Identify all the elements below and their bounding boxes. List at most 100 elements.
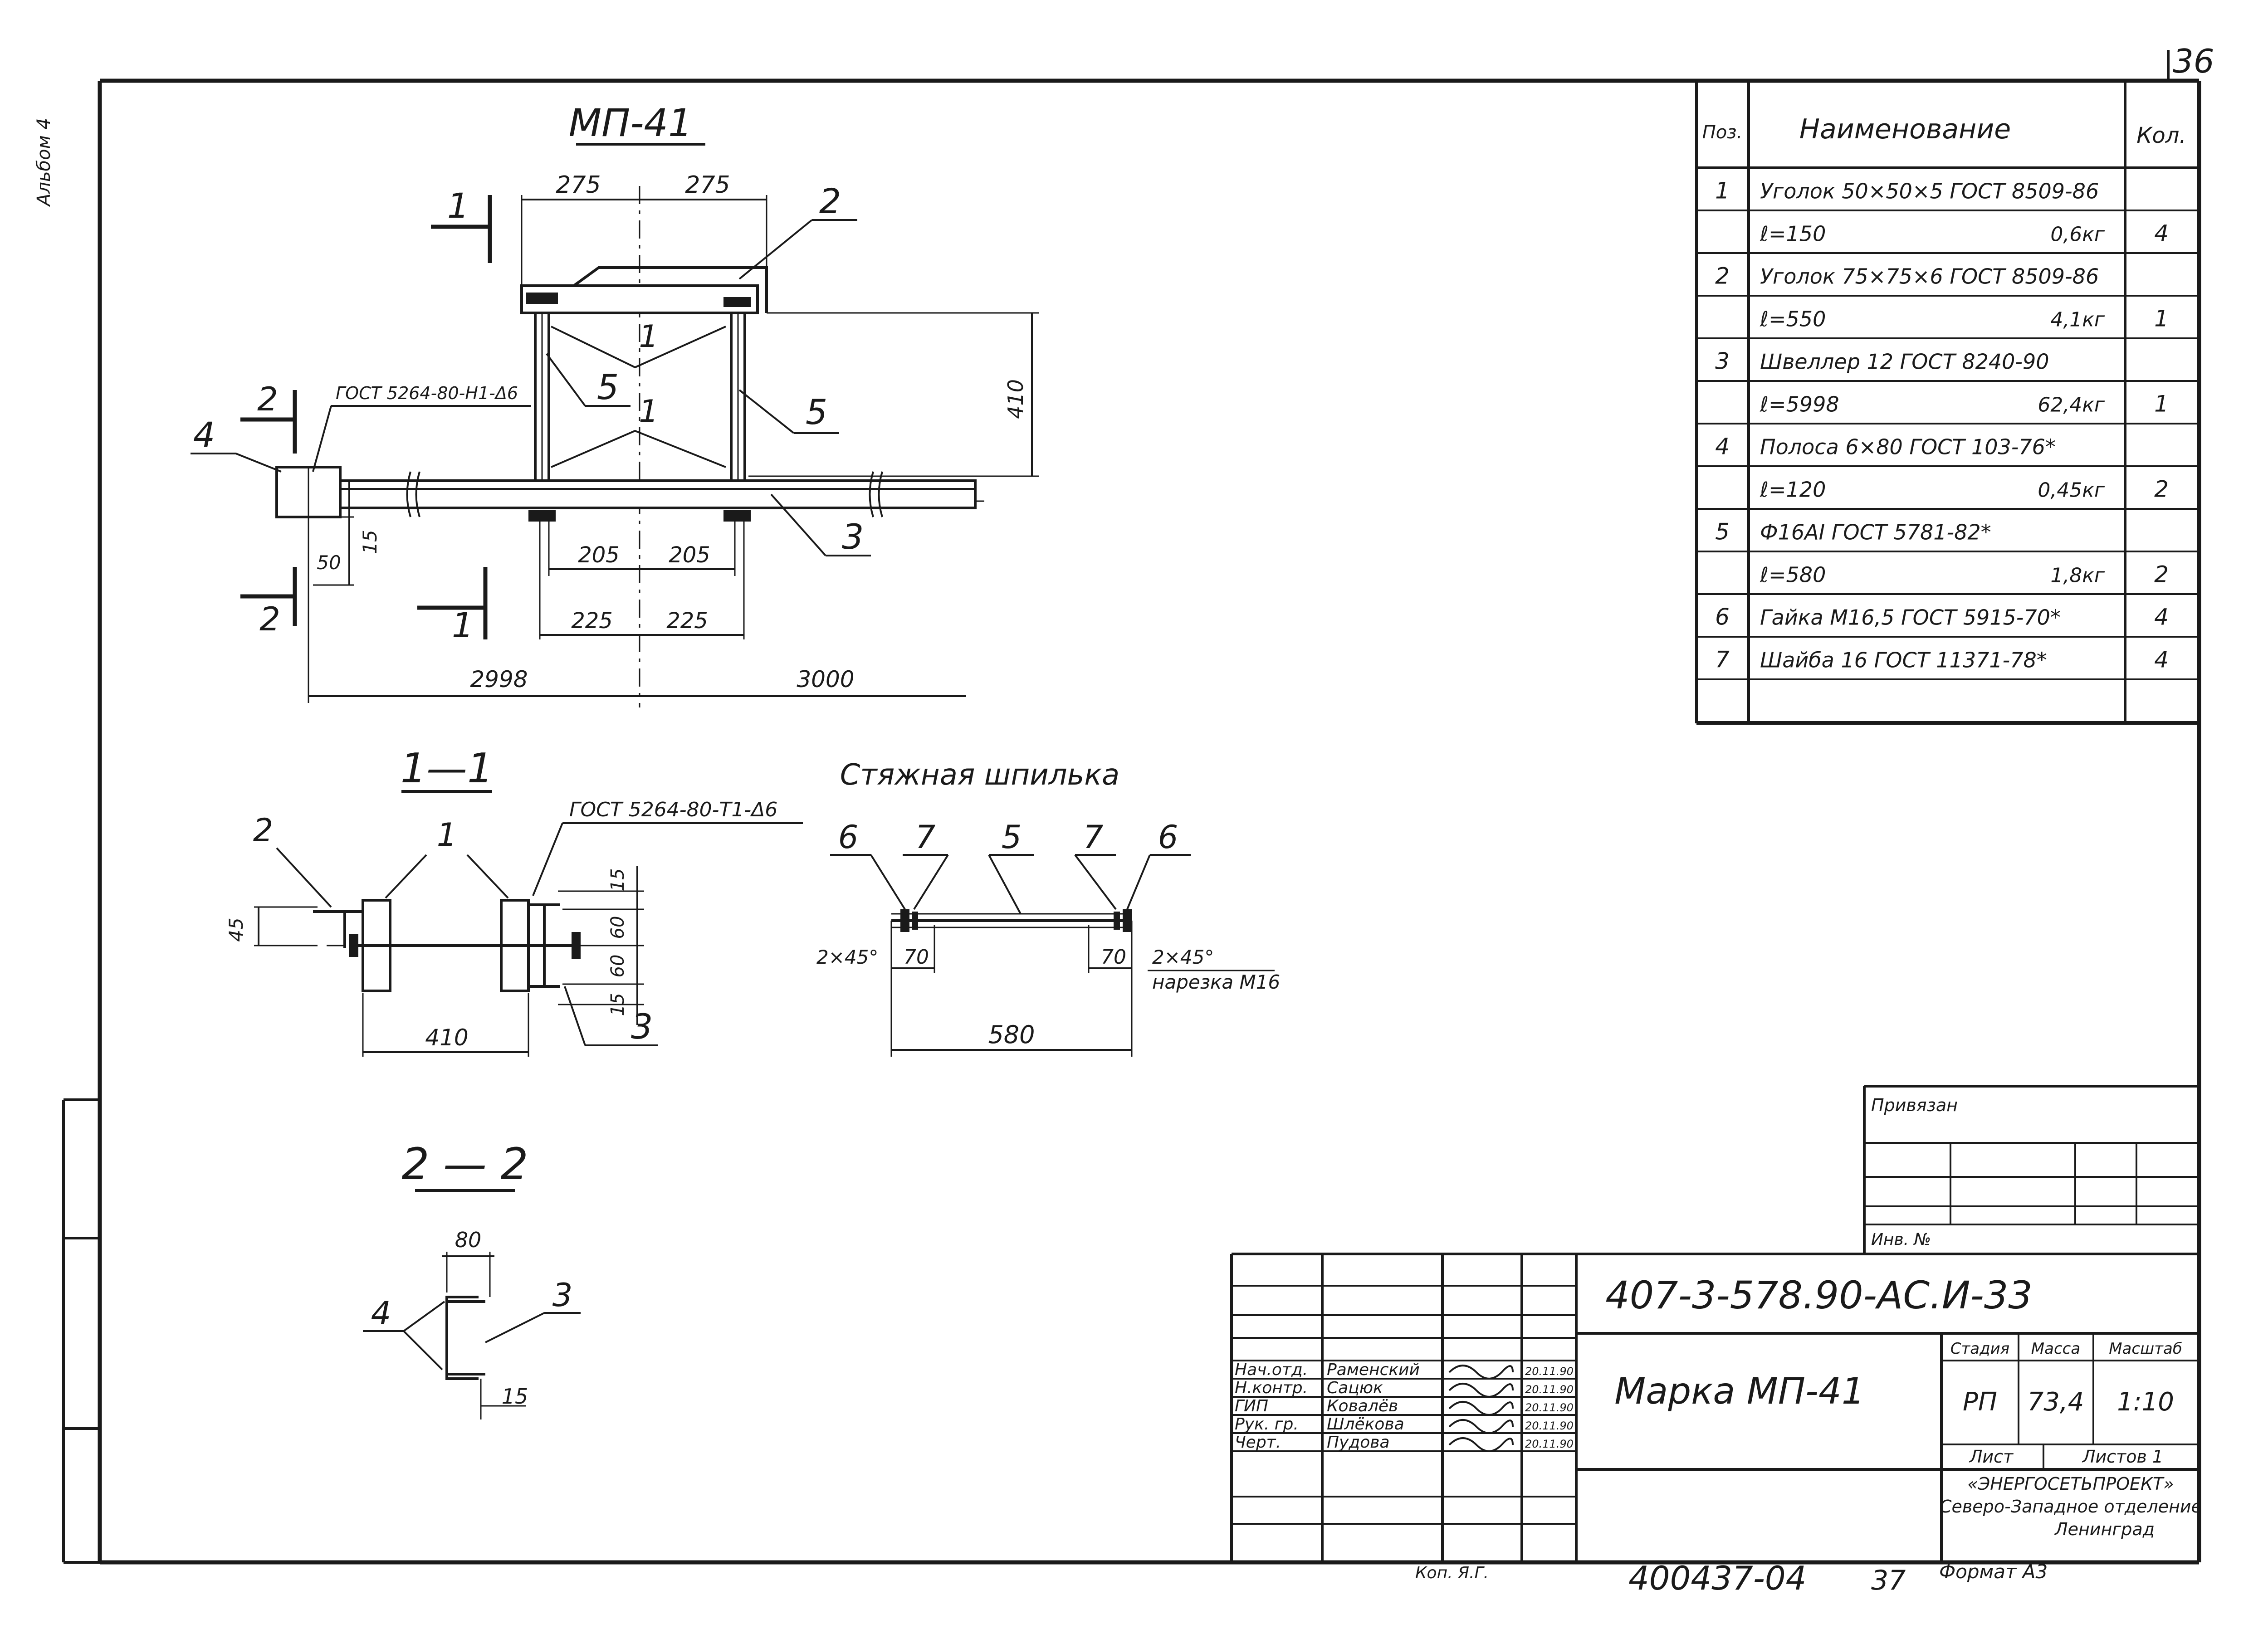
weld-note-main: ГОСТ 5264-80-Н1-Δ6	[336, 383, 518, 403]
role-title: Рук. гр.	[1235, 1415, 1299, 1434]
tie-rod-thread-note: нарезка М16	[1152, 971, 1280, 993]
copied-by: Коп. Я.Г.	[1415, 1564, 1489, 1582]
spec-row-qty: 1	[2154, 391, 2169, 417]
scale-value: 1:10	[2117, 1387, 2174, 1417]
cut-1-top: 1	[447, 185, 469, 226]
spec-row-mass: 1,8кг	[2050, 564, 2105, 587]
sheets-label: Листов 1	[2082, 1447, 2163, 1467]
dim-2998: 2998	[470, 666, 528, 693]
archive-number: 400437-04	[1628, 1559, 1806, 1597]
spec-row-name: Полоса 6×80 ГОСТ 103-76*	[1760, 435, 2056, 459]
dim-275-right: 275	[685, 171, 730, 199]
dim-15-main: 15	[359, 530, 381, 554]
signature-scribble	[1448, 1383, 1514, 1398]
tie-rod-label-6-left: 6	[838, 819, 859, 856]
signature-scribble	[1448, 1365, 1514, 1380]
label-pos-4-main: 4	[193, 415, 215, 455]
label-pos-5-left: 5	[597, 367, 619, 407]
spec-row-qty: 2	[2154, 476, 2169, 502]
dim-3000: 3000	[797, 666, 854, 693]
section-1-1-title: 1—1	[401, 745, 494, 792]
role-title: Н.контр.	[1235, 1379, 1308, 1397]
org-name: «ЭНЕРГОСЕТЬПРОЕКТ»	[1967, 1474, 2174, 1494]
role-title: ГИП	[1235, 1397, 1268, 1415]
dim-45-s11: 45	[225, 917, 247, 941]
role-date: 20.11.90	[1525, 1365, 1574, 1378]
tie-rod-label-5: 5	[1002, 819, 1022, 856]
role-person: Сацюк	[1327, 1379, 1383, 1397]
signature-scribble	[1448, 1401, 1514, 1416]
sheet-frame	[62, 78, 2201, 1565]
spec-rows: 1 Уголок 50×50×5 ГОСТ 8509-86 ℓ=150 0,6кг 4 2…	[1696, 178, 2199, 723]
weld-note-s11: ГОСТ 5264-80-Т1-Δ6	[569, 798, 777, 821]
spec-row-mass: 4,1кг	[2050, 308, 2105, 332]
role-person: Пудова	[1327, 1433, 1390, 1452]
mass-value: 73,4	[2028, 1387, 2084, 1417]
spec-row-pos: 3	[1715, 348, 1730, 375]
cut-2-top: 2	[257, 380, 278, 418]
role-date: 20.11.90	[1525, 1419, 1574, 1432]
dim-15b-s11: 15	[607, 993, 628, 1016]
tie-rod-length: 580	[988, 1020, 1035, 1049]
section-2-2: 2 — 2 80 15 3 4	[363, 1139, 581, 1419]
stage-label: Стадия	[1950, 1340, 2009, 1358]
spec-header-pos: Поз.	[1702, 122, 1743, 143]
dim-80-s22: 80	[455, 1228, 482, 1252]
tie-rod-label-7-right: 7	[1083, 819, 1104, 856]
spec-row-qty: 4	[2154, 604, 2169, 630]
spec-row-pos: 7	[1715, 647, 1730, 673]
role-person: Шлёкова	[1327, 1415, 1404, 1434]
spec-row-qty: 2	[2154, 561, 2169, 588]
role-date: 20.11.90	[1525, 1383, 1574, 1396]
role-title: Черт.	[1235, 1433, 1281, 1452]
dim-205-right: 205	[669, 542, 710, 568]
format-label: Формат А3	[1939, 1561, 2048, 1583]
tie-rod-chamfer-right: 2×45°	[1152, 946, 1214, 968]
mass-label: Масса	[2031, 1340, 2080, 1358]
spec-row-name: Шайба 16 ГОСТ 11371-78*	[1760, 648, 2047, 673]
spec-header-qty: Кол.	[2136, 123, 2186, 148]
scale-label: Масштаб	[2109, 1340, 2182, 1358]
main-view-title: МП-41	[569, 101, 693, 145]
spec-row-name: Швеллер 12 ГОСТ 8240-90	[1760, 350, 2049, 374]
tie-rod-label-7-left: 7	[915, 819, 936, 856]
tie-rod-title: Стяжная шпилька	[840, 758, 1120, 792]
dim-15a-s11: 15	[607, 868, 628, 892]
spec-row-name: Уголок 50×50×5 ГОСТ 8509-86	[1760, 179, 2099, 204]
dim-15-s22: 15	[502, 1384, 528, 1409]
sheet-label: Лист	[1969, 1447, 2014, 1467]
org-city: Ленинград	[2054, 1519, 2155, 1539]
spec-row-name: ℓ=550	[1760, 307, 1826, 332]
label-pos-1-bottom: 1	[639, 394, 658, 429]
role-person: Раменский	[1327, 1361, 1420, 1379]
spec-row-pos: 1	[1715, 178, 1730, 204]
tie-rod-thread-right: 70	[1101, 946, 1126, 969]
signature-scribble	[1448, 1419, 1514, 1434]
cut-2-bottom: 2	[259, 600, 280, 638]
dim-410-s11: 410	[425, 1024, 468, 1051]
dim-50-main: 50	[317, 551, 341, 574]
spec-row-name: ℓ=150	[1760, 222, 1826, 246]
stage-value: РП	[1963, 1387, 1997, 1417]
label-pos-1-top: 1	[639, 319, 658, 355]
doc-code: 407-3-578.90-АС.И-33	[1605, 1273, 2032, 1317]
spec-row-mass: 0,45кг	[2038, 479, 2105, 502]
dim-275-left: 275	[556, 171, 601, 199]
footer-sheet-number: 37	[1871, 1565, 1906, 1596]
label-pos-1-s11: 1	[437, 816, 457, 854]
binding-label: Привязан	[1871, 1095, 1958, 1115]
title-block: 407-3-578.90-АС.И-33 Марка МП-41 Стадия …	[1230, 1253, 2202, 1562]
tie-rod-thread-left: 70	[904, 946, 929, 969]
signature-scribble	[1448, 1437, 1514, 1452]
role-date: 20.11.90	[1525, 1438, 1574, 1450]
mark-title: Марка МП-41	[1614, 1370, 1864, 1412]
spec-row-mass: 0,6кг	[2050, 223, 2105, 246]
spec-row-qty: 4	[2154, 647, 2169, 673]
album-label: Альбом 4	[34, 118, 54, 207]
dim-60b-s11: 60	[607, 955, 628, 978]
label-pos-3-s11: 3	[631, 1006, 653, 1047]
tie-rod-label-6-right: 6	[1158, 819, 1178, 856]
dim-225-right: 225	[666, 608, 708, 634]
